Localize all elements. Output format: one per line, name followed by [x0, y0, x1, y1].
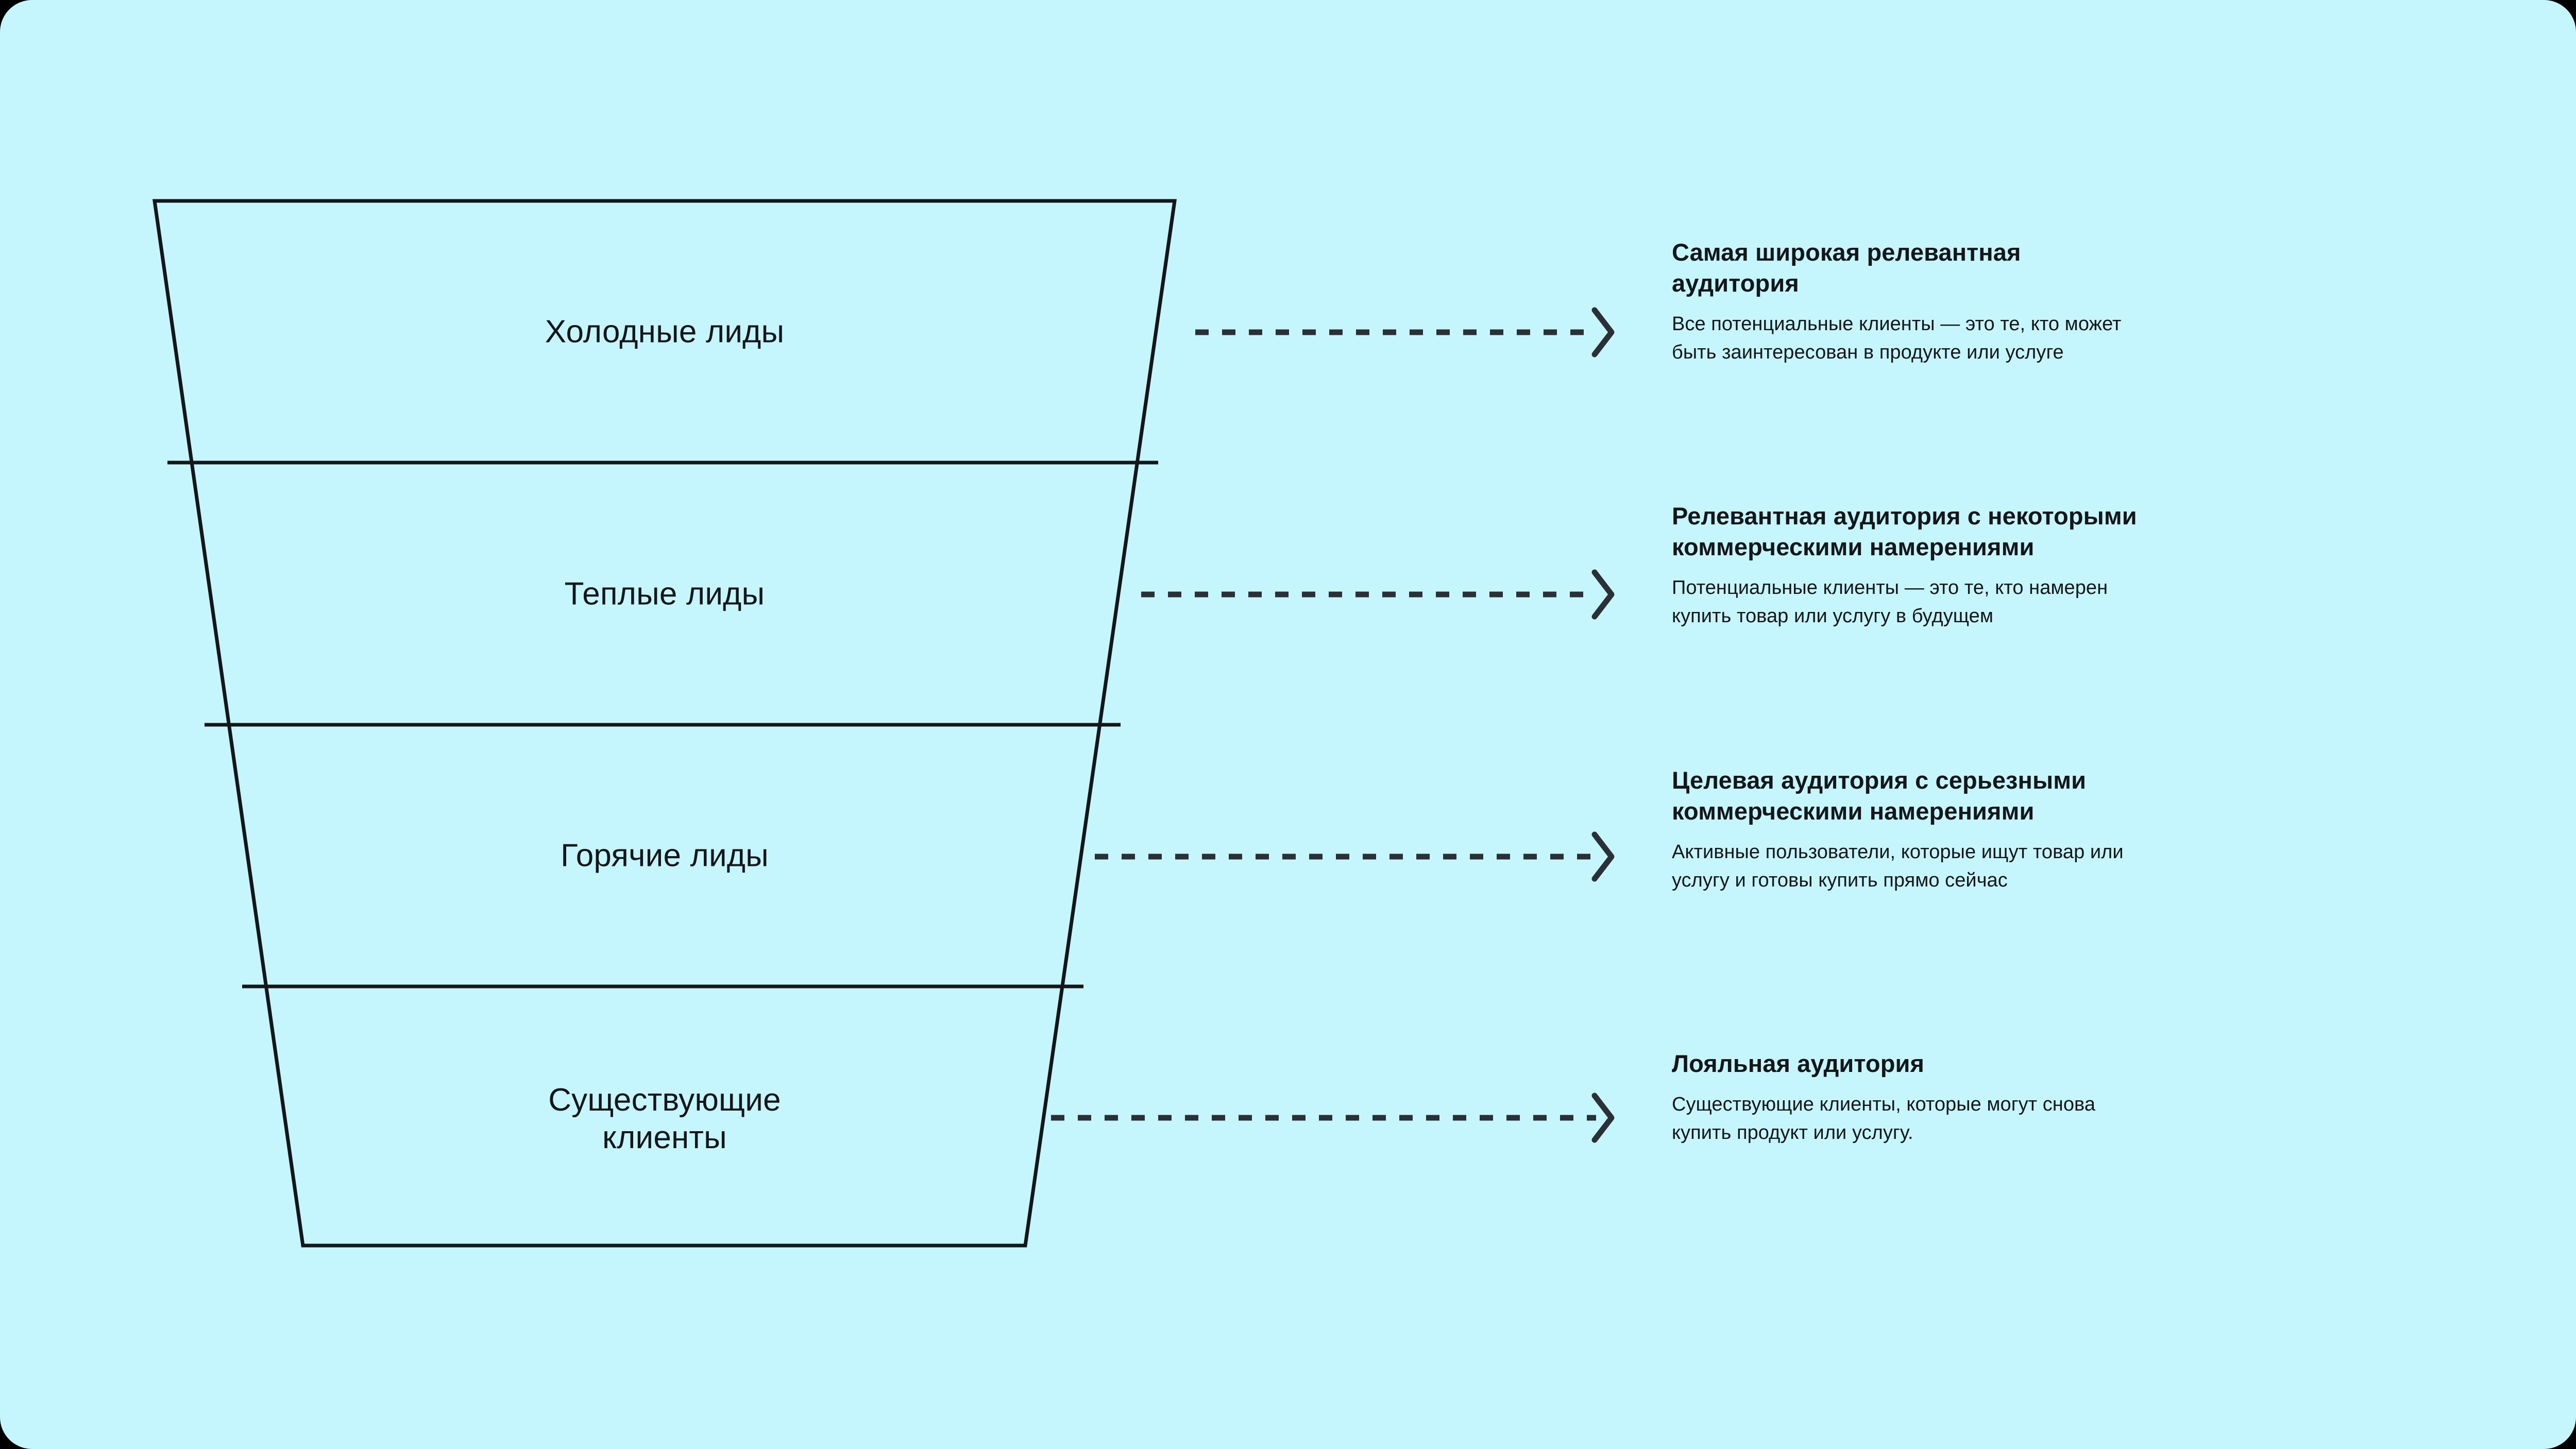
funnel-stage-label-cold-leads: Холодные лиды: [545, 314, 785, 350]
info-block-hot-leads: Целевая аудитория с серьезными коммерчес…: [1672, 765, 2429, 895]
funnel-stage-label-warm-leads: Теплые лиды: [564, 576, 765, 612]
connector-arrows: [1051, 307, 1615, 1143]
connector-cold-leads: [1195, 307, 1615, 357]
info-block-existing-customers: Лояльная аудитория Существующие клиенты,…: [1672, 1048, 2429, 1147]
funnel-stage-label-hot-leads: Горячие лиды: [561, 838, 769, 874]
info-body-cold-leads: Все потенциальные клиенты — это те, кто …: [1672, 313, 2122, 364]
descriptions-column: Самая широкая релевантная аудитория Все …: [1672, 0, 2445, 1449]
connector-warm-leads: [1141, 569, 1615, 620]
funnel-stage-label-existing-customers: Существующие клиенты: [548, 1082, 781, 1155]
info-title-existing-customers: Лояльная аудитория: [1672, 1050, 1925, 1077]
info-title-cold-leads: Самая широкая релевантная аудитория: [1672, 238, 2021, 297]
connector-hot-leads: [1095, 831, 1615, 882]
info-block-warm-leads: Релевантная аудитория с некоторыми комме…: [1672, 501, 2429, 630]
connector-existing-customers: [1051, 1093, 1615, 1143]
info-body-hot-leads: Активные пользователи, которые ищут това…: [1672, 841, 2124, 892]
info-body-existing-customers: Существующие клиенты, которые могут снов…: [1672, 1094, 2095, 1144]
info-block-cold-leads: Самая широкая релевантная аудитория Все …: [1672, 237, 2429, 367]
info-title-warm-leads: Релевантная аудитория с некоторыми комме…: [1672, 502, 2137, 561]
info-title-hot-leads: Целевая аудитория с серьезными коммерчес…: [1672, 766, 2087, 825]
info-body-warm-leads: Потенциальные клиенты — это те, кто наме…: [1672, 577, 2108, 627]
